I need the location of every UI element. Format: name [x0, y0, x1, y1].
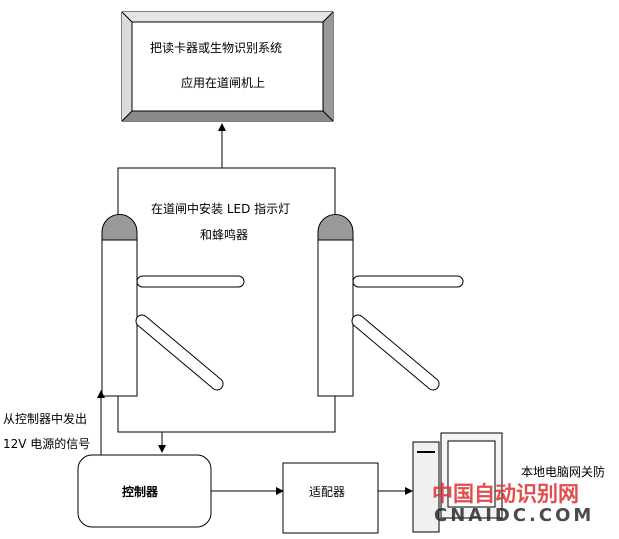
watermark-line2: CNAIDC.COM [434, 505, 595, 526]
computer-icon [412, 432, 503, 533]
left-gate-pillar [101, 214, 138, 397]
reader-box-line1: 把读卡器或生物识别系统 [150, 41, 283, 55]
reader-system-box [121, 11, 334, 122]
pc-label: 本地电脑网关防 [521, 465, 606, 479]
bottom-bracket-line [117, 396, 336, 433]
right-gate-horizontal-arm [352, 275, 464, 288]
signal-label-line2: 12V 电源的信号 [3, 437, 91, 451]
adapter-label: 适配器 [309, 485, 346, 499]
signal-label-line1: 从控制器中发出 [3, 412, 88, 426]
controller-label: 控制器 [122, 485, 159, 499]
adapter-box [282, 462, 379, 534]
left-gate-diagonal-arm [135, 314, 224, 391]
top-bracket-line [117, 167, 336, 215]
watermark-line1: 中国自动识别网 [432, 482, 579, 506]
reader-box-line2: 应用在道闸机上 [181, 76, 266, 90]
gate-label-line1: 在道闸中安装 LED 指示灯 [151, 202, 291, 216]
right-gate-diagonal-arm [351, 314, 440, 391]
right-gate-pillar [317, 214, 354, 397]
gate-label-line2: 和蜂鸣器 [200, 228, 249, 242]
left-gate-horizontal-arm [136, 275, 245, 288]
